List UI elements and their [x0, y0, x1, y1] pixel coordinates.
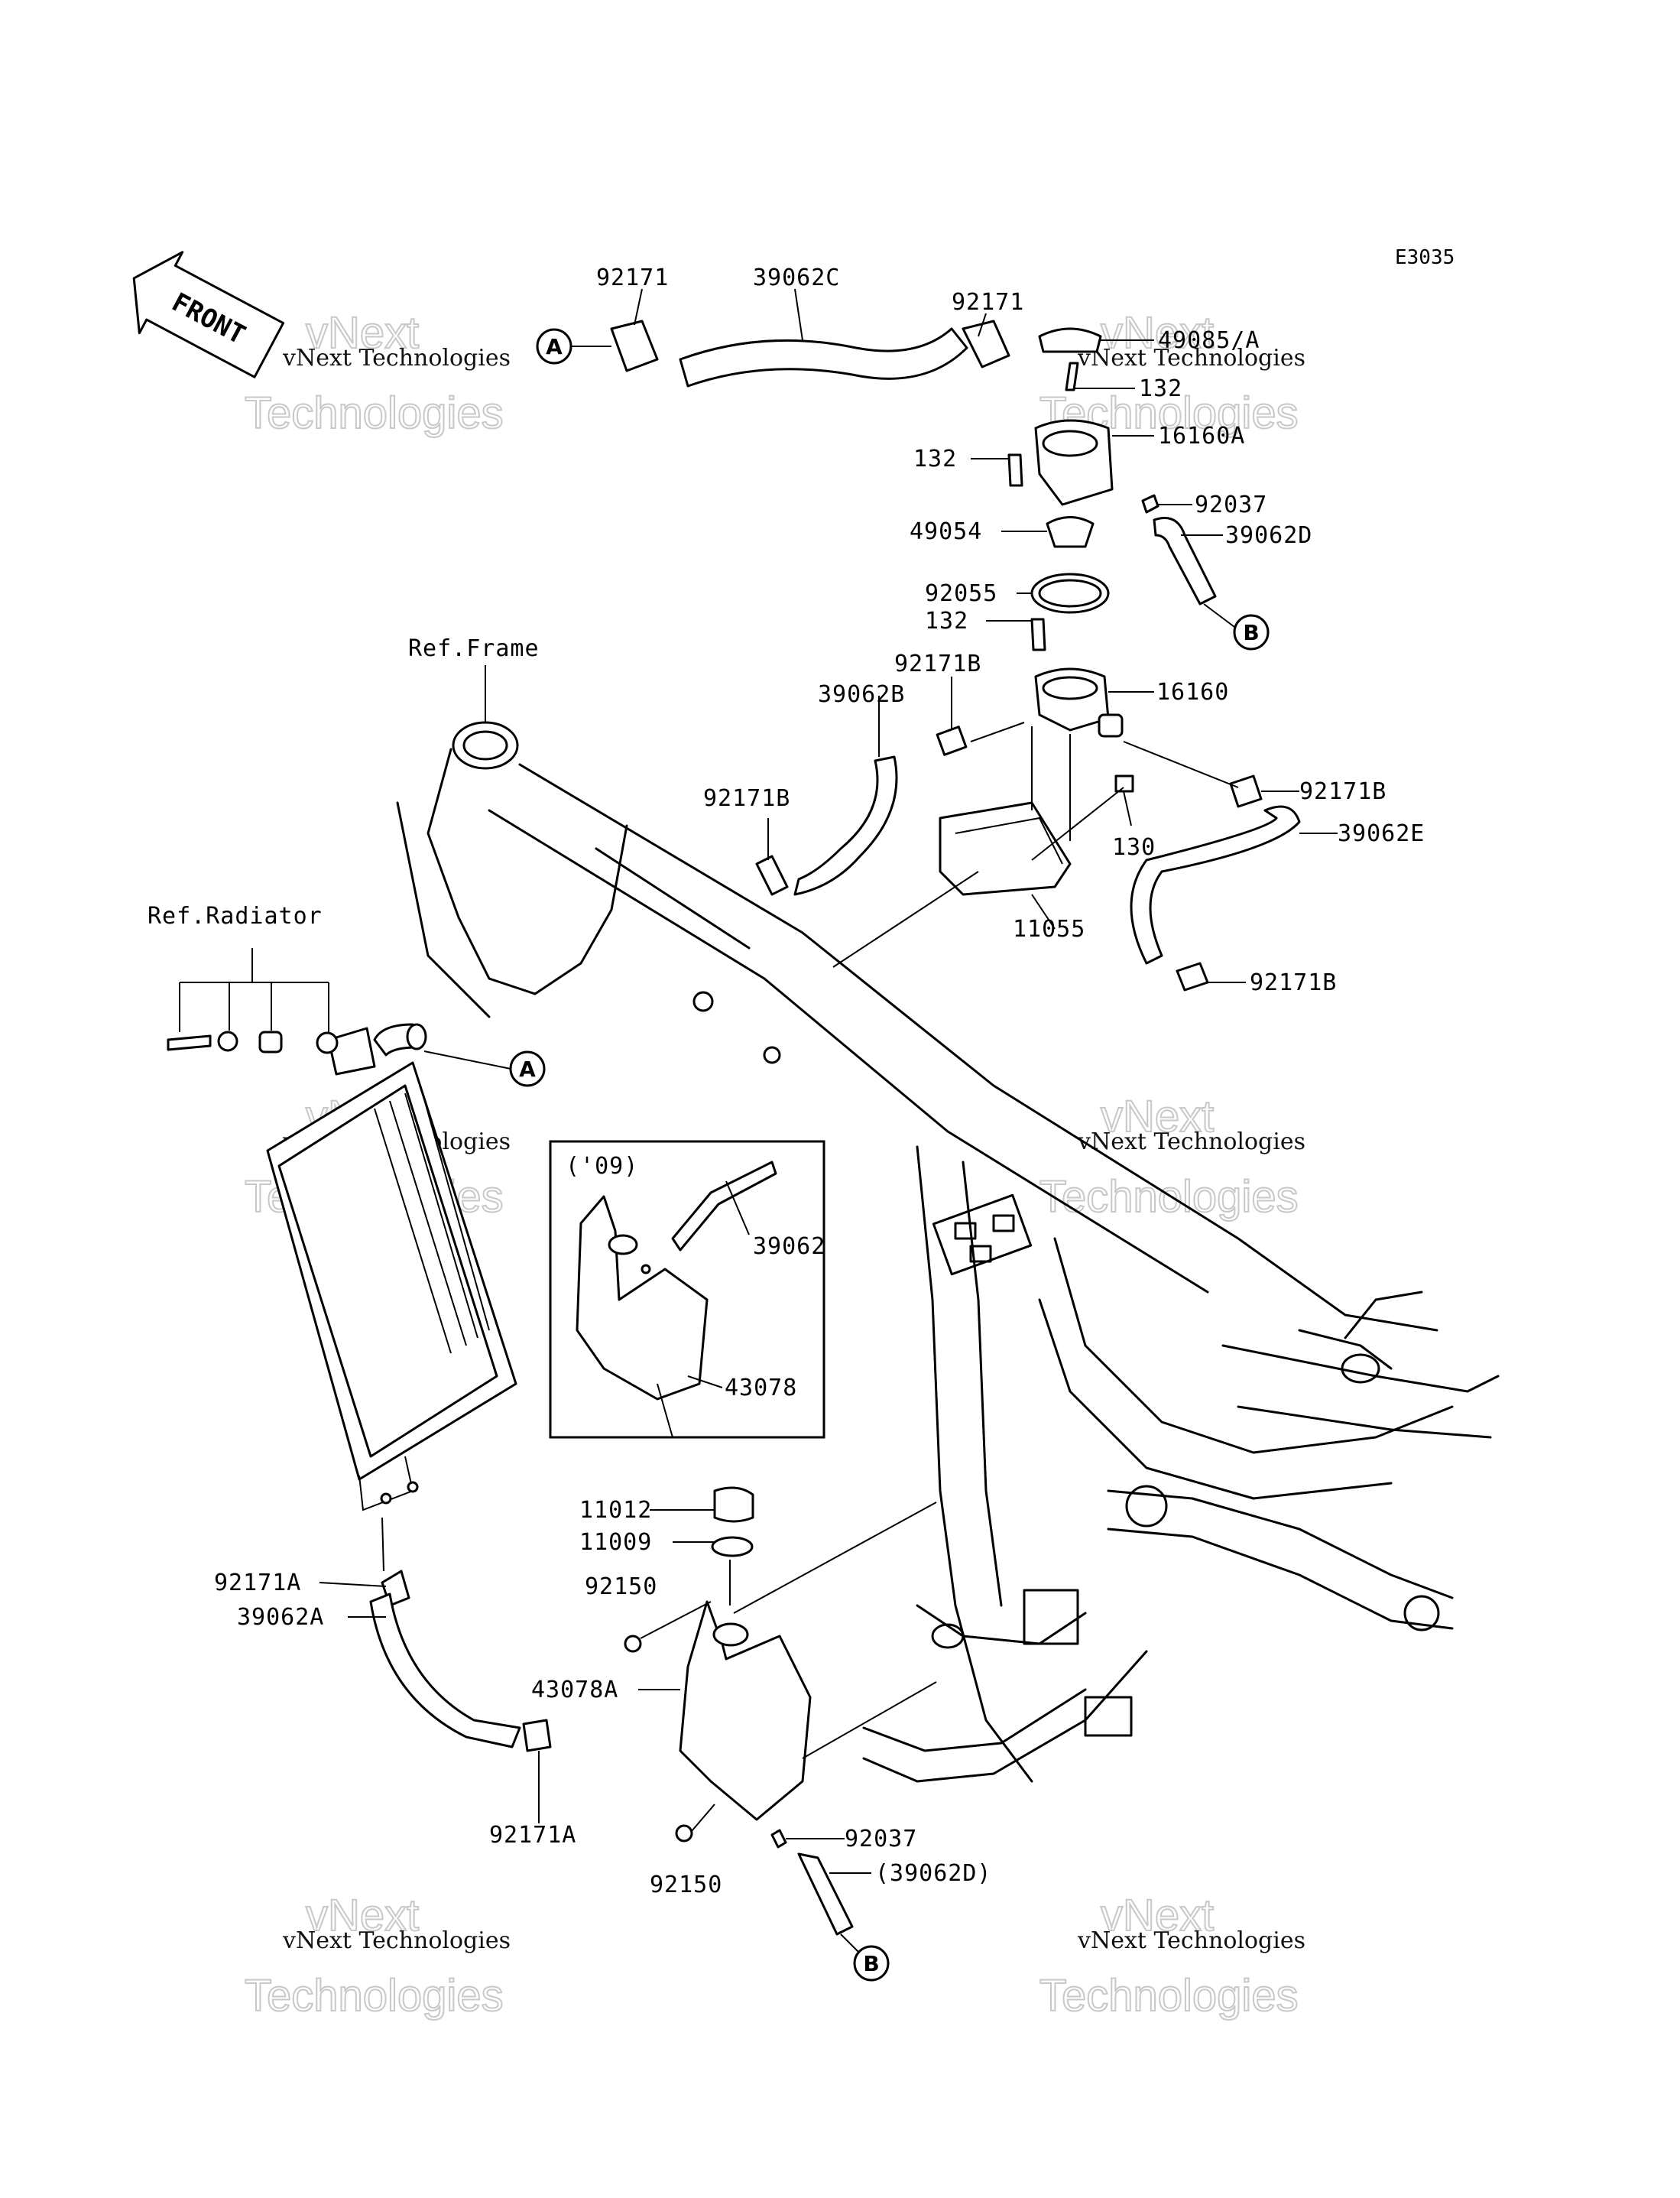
svg-text:vNext Technologies: vNext Technologies	[1077, 1927, 1305, 1954]
callout-92171a: 92171A	[214, 1570, 301, 1596]
callout-49054: 49054	[910, 518, 982, 545]
svg-text:vNext: vNext	[1101, 1092, 1214, 1141]
part-callouts: 92171 39062C 92171 49085/A 132 16160A 13…	[214, 265, 1425, 1898]
callout-39062d: 39062D	[1225, 522, 1312, 549]
callout-132: 132	[1139, 375, 1182, 402]
callout-92171: 92171	[596, 265, 669, 291]
hose-39062a	[319, 1517, 552, 1823]
watermark-mid-right: vNext Technologies vNext Technologies	[1039, 1091, 1305, 1222]
callout-11009: 11009	[579, 1529, 652, 1556]
callout-39062: 39062	[753, 1233, 825, 1260]
callout-92055: 92055	[925, 580, 997, 607]
callout-92171b: 92171B	[703, 785, 790, 812]
hose-39062e	[1123, 741, 1338, 992]
callout-130: 130	[1112, 834, 1156, 861]
watermark-bottom-left: vNext Technologies vNext Technologies	[244, 1890, 511, 2021]
svg-text:B: B	[1243, 620, 1259, 645]
svg-text:vNext Technologies: vNext Technologies	[282, 1927, 511, 1954]
svg-text:vNext Technologies: vNext Technologies	[282, 345, 511, 372]
callout-11055: 11055	[1013, 916, 1085, 943]
hose-39062b	[755, 677, 1025, 896]
bracket-11055	[832, 726, 1134, 968]
callout-16160a: 16160A	[1158, 423, 1245, 450]
callout-92171b: 92171B	[1299, 778, 1386, 805]
callout-39062b: 39062B	[818, 681, 905, 708]
watermark-top-right: vNext Technologies vNext Technologies	[1039, 307, 1305, 439]
callout-92150: 92150	[585, 1573, 657, 1600]
callout-92171b: 92171B	[1250, 969, 1337, 996]
callout-43078: 43078	[725, 1375, 797, 1401]
svg-text:B: B	[863, 1951, 879, 1976]
svg-text:A: A	[519, 1057, 536, 1082]
callout-132: 132	[913, 446, 957, 472]
svg-text:Technologies: Technologies	[245, 388, 504, 438]
callout-92037: 92037	[845, 1826, 917, 1852]
front-arrow-icon: FRONT	[132, 251, 285, 378]
watermark-bottom-right: vNext Technologies vNext Technologies	[1039, 1890, 1305, 2021]
reservoir-43078a	[624, 1486, 937, 1954]
callout-92150: 92150	[650, 1872, 722, 1898]
radiator	[266, 1023, 517, 1511]
callout-39062c: 39062C	[753, 265, 840, 291]
diagram-code: E3035	[1395, 246, 1455, 269]
svg-text:vNext: vNext	[306, 1891, 419, 1940]
callout-132: 132	[925, 608, 968, 635]
ref-frame-label: Ref.Frame	[408, 635, 540, 662]
callout-39062d-ref: (39062D)	[875, 1860, 992, 1887]
callout-39062a: 39062A	[237, 1604, 324, 1631]
svg-text:vNext: vNext	[306, 308, 419, 358]
inset-year-label: ('09)	[566, 1153, 638, 1180]
connector-b-top: B	[1233, 614, 1270, 651]
svg-text:Technologies: Technologies	[245, 1971, 504, 2021]
callout-16160: 16160	[1156, 679, 1229, 706]
callout-92171b: 92171B	[894, 651, 981, 677]
svg-text:vNext Technologies: vNext Technologies	[1077, 345, 1305, 372]
callout-92037: 92037	[1195, 492, 1267, 518]
svg-text:Technologies: Technologies	[1039, 1971, 1299, 2021]
motorcycle-frame	[396, 721, 1500, 1783]
callout-43078a: 43078A	[531, 1677, 618, 1703]
svg-text:vNext: vNext	[1101, 1891, 1214, 1940]
callout-49085a: 49085/A	[1158, 327, 1260, 354]
thermostat-assembly	[971, 327, 1192, 738]
svg-text:vNext: vNext	[1101, 308, 1214, 358]
hose-39062c	[610, 320, 1010, 388]
radiator-mount-hardware	[167, 948, 339, 1054]
callout-92171a: 92171A	[489, 1822, 576, 1849]
connector-a-radiator: A	[423, 1050, 546, 1087]
svg-text:Technologies: Technologies	[1039, 1172, 1299, 1222]
connector-b-bottom: B	[853, 1945, 890, 1982]
ref-radiator-label: Ref.Radiator	[148, 903, 323, 930]
callout-11012: 11012	[579, 1497, 652, 1524]
svg-text:A: A	[546, 334, 563, 359]
svg-text:vNext Technologies: vNext Technologies	[1077, 1128, 1305, 1155]
inset-box-09	[549, 1140, 825, 1439]
callout-92171: 92171	[952, 289, 1024, 316]
connector-a-top: A	[536, 328, 611, 365]
hose-39062d	[1153, 517, 1235, 628]
callout-39062e: 39062E	[1338, 820, 1425, 847]
watermark-top-left: vNext Technologies vNext Technologies	[244, 307, 511, 439]
